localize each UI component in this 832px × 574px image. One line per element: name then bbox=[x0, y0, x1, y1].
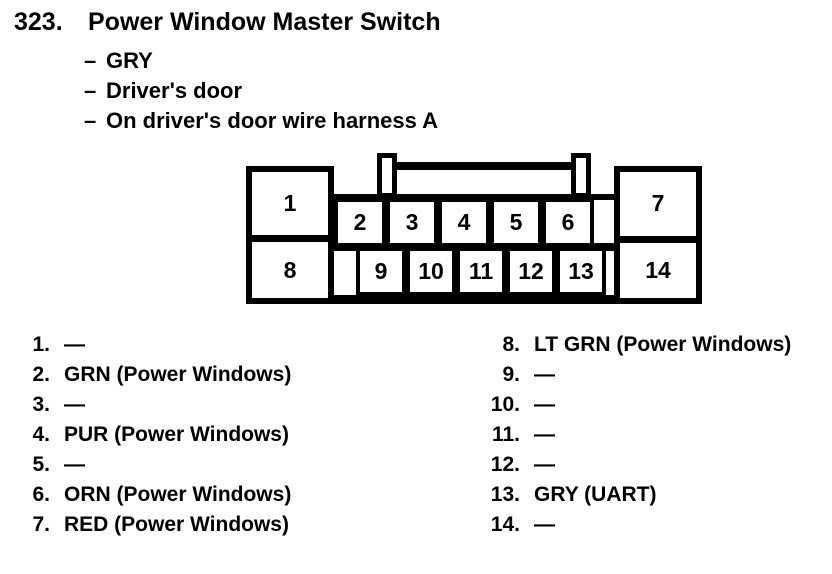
pin-label: — bbox=[64, 333, 85, 356]
pin-label: — bbox=[534, 363, 555, 386]
pin-cell-10: 10 bbox=[406, 247, 456, 296]
pin-list-item: 3. — bbox=[30, 390, 291, 420]
pin-list-item: 9. — bbox=[486, 360, 791, 390]
pin-cell-12: 12 bbox=[506, 247, 556, 296]
pin-label: — bbox=[534, 453, 555, 476]
pin-number: 10. bbox=[490, 393, 520, 416]
pin-cell-4: 4 bbox=[438, 198, 490, 247]
pin-label: LT GRN (Power Windows) bbox=[534, 333, 792, 356]
pin-cell-7: 7 bbox=[651, 189, 665, 216]
pin-cell-13: 13 bbox=[556, 247, 606, 296]
pin-list-item: 5. — bbox=[30, 450, 291, 480]
pin-label: — bbox=[534, 513, 555, 536]
pin-number: 7. bbox=[32, 513, 50, 536]
pin-label: — bbox=[534, 393, 555, 416]
connector-divider-pin7-pin14 bbox=[620, 236, 696, 243]
pin-number: 3. bbox=[32, 393, 50, 416]
pin-list-item: 7. RED (Power Windows) bbox=[30, 510, 291, 540]
pin-label: GRY (UART) bbox=[534, 483, 657, 506]
pin-list-item: 10. — bbox=[486, 390, 791, 420]
pin-number: 12. bbox=[490, 453, 520, 476]
dash-bullet: – bbox=[84, 78, 97, 103]
pin-label: — bbox=[64, 453, 85, 476]
pin-label: PUR (Power Windows) bbox=[64, 423, 289, 446]
connector-housing-right bbox=[614, 166, 702, 304]
pin-list-right: 8. LT GRN (Power Windows) 9. — 10. — 11.… bbox=[486, 330, 791, 540]
pin-list-item: 4. PUR (Power Windows) bbox=[30, 420, 291, 450]
pin-list-item: 8. LT GRN (Power Windows) bbox=[486, 330, 791, 360]
connector-divider-pin1-pin8 bbox=[252, 235, 328, 242]
pin-cell-3: 3 bbox=[386, 198, 438, 247]
pin-cell-1: 1 bbox=[283, 189, 297, 216]
pin-cell-2: 2 bbox=[334, 198, 386, 247]
dash-bullet: – bbox=[84, 48, 97, 73]
detail-text: Driver's door bbox=[106, 78, 243, 103]
detail-item-location: – Driver's door bbox=[84, 76, 438, 106]
pin-list-item: 1. — bbox=[30, 330, 291, 360]
pin-cell-9: 9 bbox=[356, 247, 406, 296]
pin-number: 4. bbox=[32, 423, 50, 446]
pin-list-item: 13. GRY (UART) bbox=[486, 480, 791, 510]
detail-item-color: – GRY bbox=[84, 46, 438, 76]
pin-number: 5. bbox=[32, 453, 50, 476]
detail-text: GRY bbox=[106, 48, 153, 73]
pin-list-item: 12. — bbox=[486, 450, 791, 480]
pin-label: ORN (Power Windows) bbox=[64, 483, 292, 506]
pin-cell-6: 6 bbox=[542, 198, 594, 247]
pin-number: 14. bbox=[490, 513, 520, 536]
detail-item-harness: – On driver's door wire harness A bbox=[84, 106, 438, 136]
pin-number: 11. bbox=[491, 423, 520, 446]
pin-list-item: 2. GRN (Power Windows) bbox=[30, 360, 291, 390]
connector-latch-post-right bbox=[571, 153, 591, 198]
header: 323. Power Window Master Switch bbox=[0, 8, 832, 42]
pin-label: — bbox=[64, 393, 85, 416]
connector-latch-bar bbox=[393, 162, 575, 170]
connector-diagram: 1 2 3 4 5 6 7 8 9 10 11 12 13 14 bbox=[246, 153, 702, 304]
details-list: – GRY – Driver's door – On driver's door… bbox=[84, 46, 438, 136]
dash-bullet: – bbox=[84, 108, 97, 133]
pin-label: GRN (Power Windows) bbox=[64, 363, 292, 386]
pin-number: 9. bbox=[502, 363, 520, 386]
pin-label: — bbox=[534, 423, 555, 446]
pin-list-item: 14. — bbox=[486, 510, 791, 540]
connector-latch-post-left bbox=[377, 153, 397, 198]
pin-number: 8. bbox=[502, 333, 520, 356]
pin-number: 6. bbox=[32, 483, 50, 506]
pin-number: 2. bbox=[32, 363, 50, 386]
pin-label: RED (Power Windows) bbox=[64, 513, 289, 536]
page-title: Power Window Master Switch bbox=[88, 8, 441, 36]
detail-text: On driver's door wire harness A bbox=[106, 108, 439, 133]
pin-list-item: 6. ORN (Power Windows) bbox=[30, 480, 291, 510]
pin-list-left: 1. — 2. GRN (Power Windows) 3. — 4. PUR … bbox=[30, 330, 291, 540]
pin-number: 1. bbox=[32, 333, 50, 356]
pin-cell-8: 8 bbox=[283, 256, 297, 283]
pin-cell-5: 5 bbox=[490, 198, 542, 247]
pin-number: 13. bbox=[490, 483, 520, 506]
pin-list-item: 11. — bbox=[486, 420, 791, 450]
section-number: 323. bbox=[14, 8, 63, 36]
pin-cell-14: 14 bbox=[645, 256, 671, 283]
pin-cell-11: 11 bbox=[456, 247, 506, 296]
